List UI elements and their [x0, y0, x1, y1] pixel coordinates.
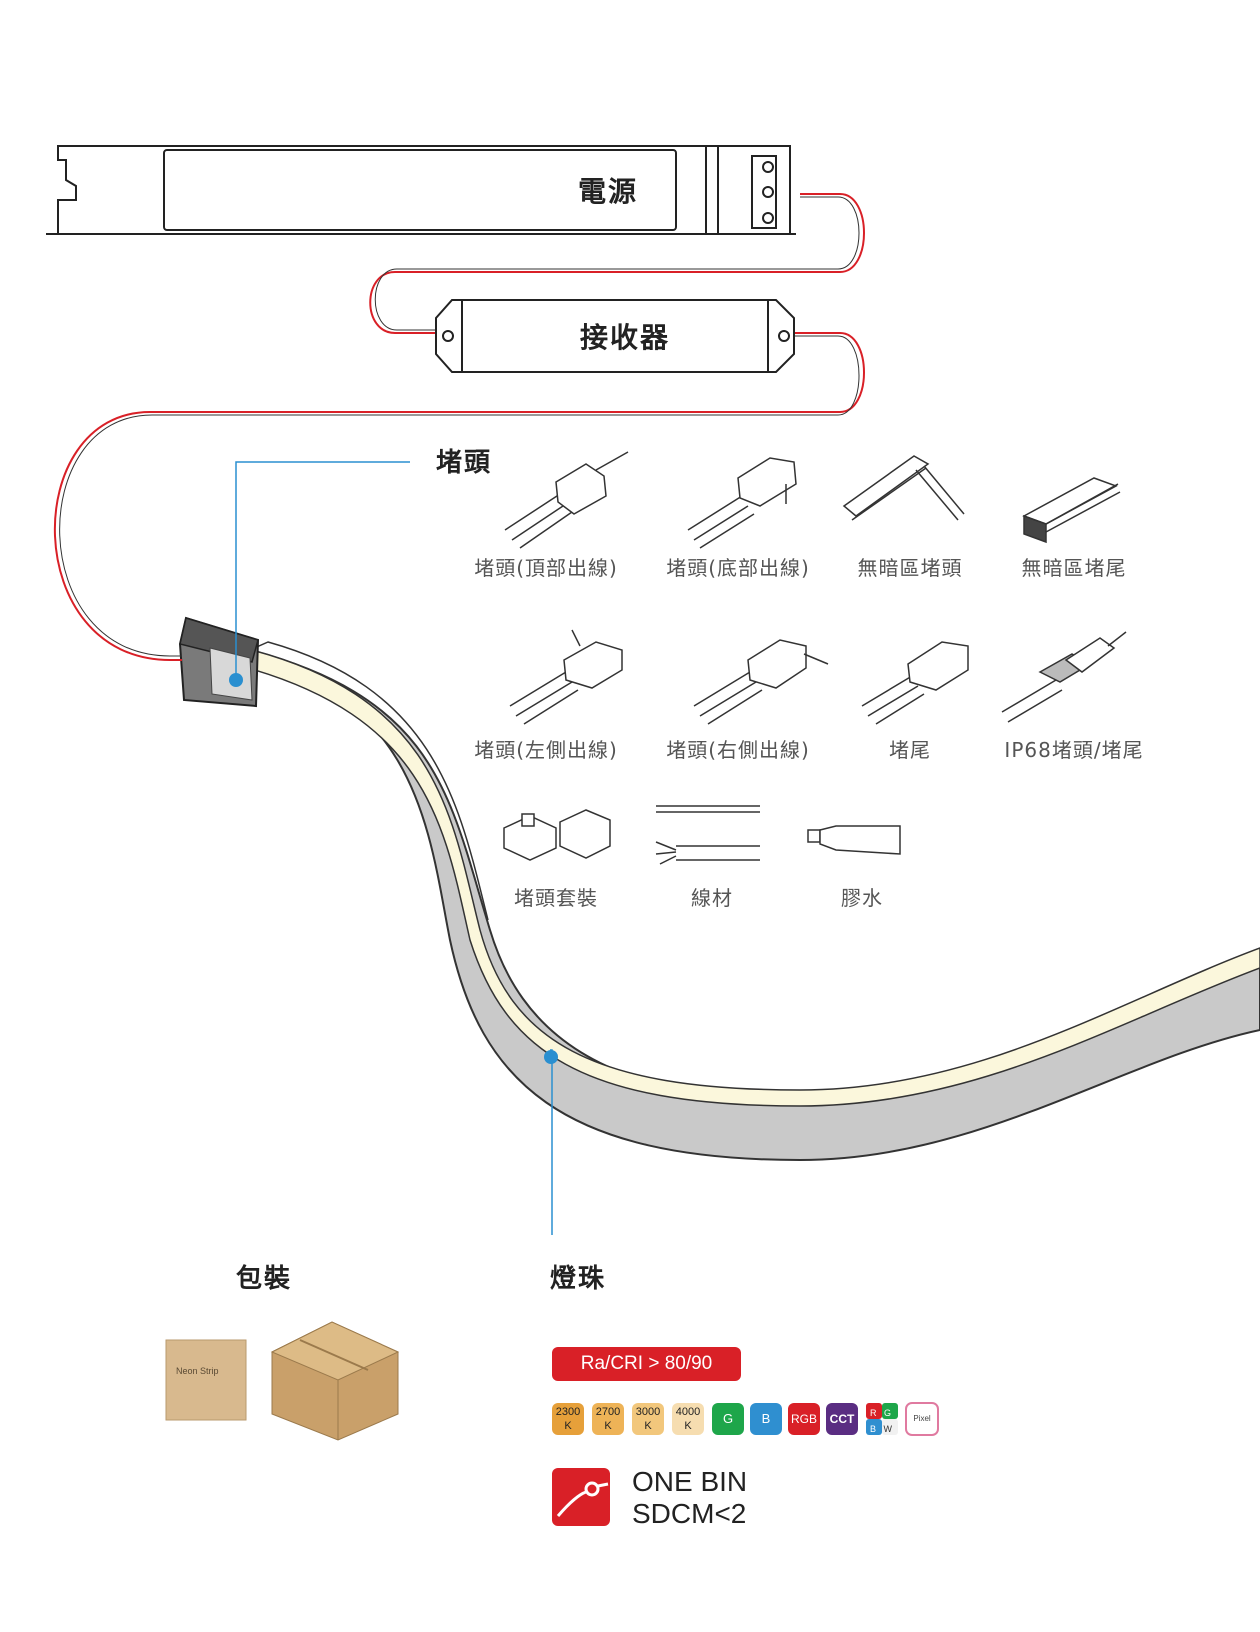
- label-ip68-cap: IP68堵頭/堵尾: [1004, 734, 1143, 763]
- label-end-cap: 堵尾: [889, 734, 931, 763]
- label-glue: 膠水: [841, 882, 883, 911]
- one-bin-text: ONE BIN SDCM<2: [632, 1466, 747, 1530]
- end-cap-heading: 堵頭: [436, 442, 492, 479]
- label-no-dark-zone-cap: 無暗區堵頭: [858, 552, 963, 581]
- led-heading: 燈珠: [550, 1258, 606, 1295]
- chip-rgb: RGB: [788, 1403, 820, 1435]
- label-no-dark-zone-end: 無暗區堵尾: [1022, 552, 1127, 581]
- one-bin-line1: ONE BIN: [632, 1466, 747, 1498]
- accessory-icons: [504, 452, 1126, 864]
- label-bottom-outlet-cap: 堵頭(底部出線): [666, 552, 810, 581]
- label-wire: 線材: [691, 882, 733, 911]
- power-supply-illustration: [46, 146, 796, 234]
- receiver-label: 接收器: [580, 316, 670, 356]
- led-marker: [544, 1050, 558, 1064]
- packaging-illustration: [166, 1322, 398, 1440]
- end-cap-illustration: [180, 618, 258, 706]
- end-cap-marker: [229, 673, 243, 687]
- packaging-heading: 包裝: [236, 1258, 292, 1295]
- red-wires: [55, 194, 864, 660]
- label-cap-kit: 堵頭套裝: [514, 882, 598, 911]
- chip-green: G: [712, 1403, 744, 1435]
- label-right-side-cap: 堵頭(右側出線): [666, 734, 810, 763]
- chip-blue: B: [750, 1403, 782, 1435]
- power-supply-label: 電源: [578, 170, 638, 210]
- neon-strip: [240, 642, 1260, 1160]
- label-left-side-cap: 堵頭(左側出線): [474, 734, 618, 763]
- chip-cct: CCT: [826, 1403, 858, 1435]
- label-top-outlet-cap: 堵頭(頂部出線): [474, 552, 618, 581]
- chip-pixel-label: Pixel: [906, 1414, 938, 1423]
- one-bin-icon: [552, 1468, 610, 1526]
- packaging-box-text: Neon Strip: [176, 1366, 219, 1376]
- cri-badge: Ra/CRI > 80/90: [552, 1347, 741, 1381]
- one-bin-line2: SDCM<2: [632, 1498, 747, 1530]
